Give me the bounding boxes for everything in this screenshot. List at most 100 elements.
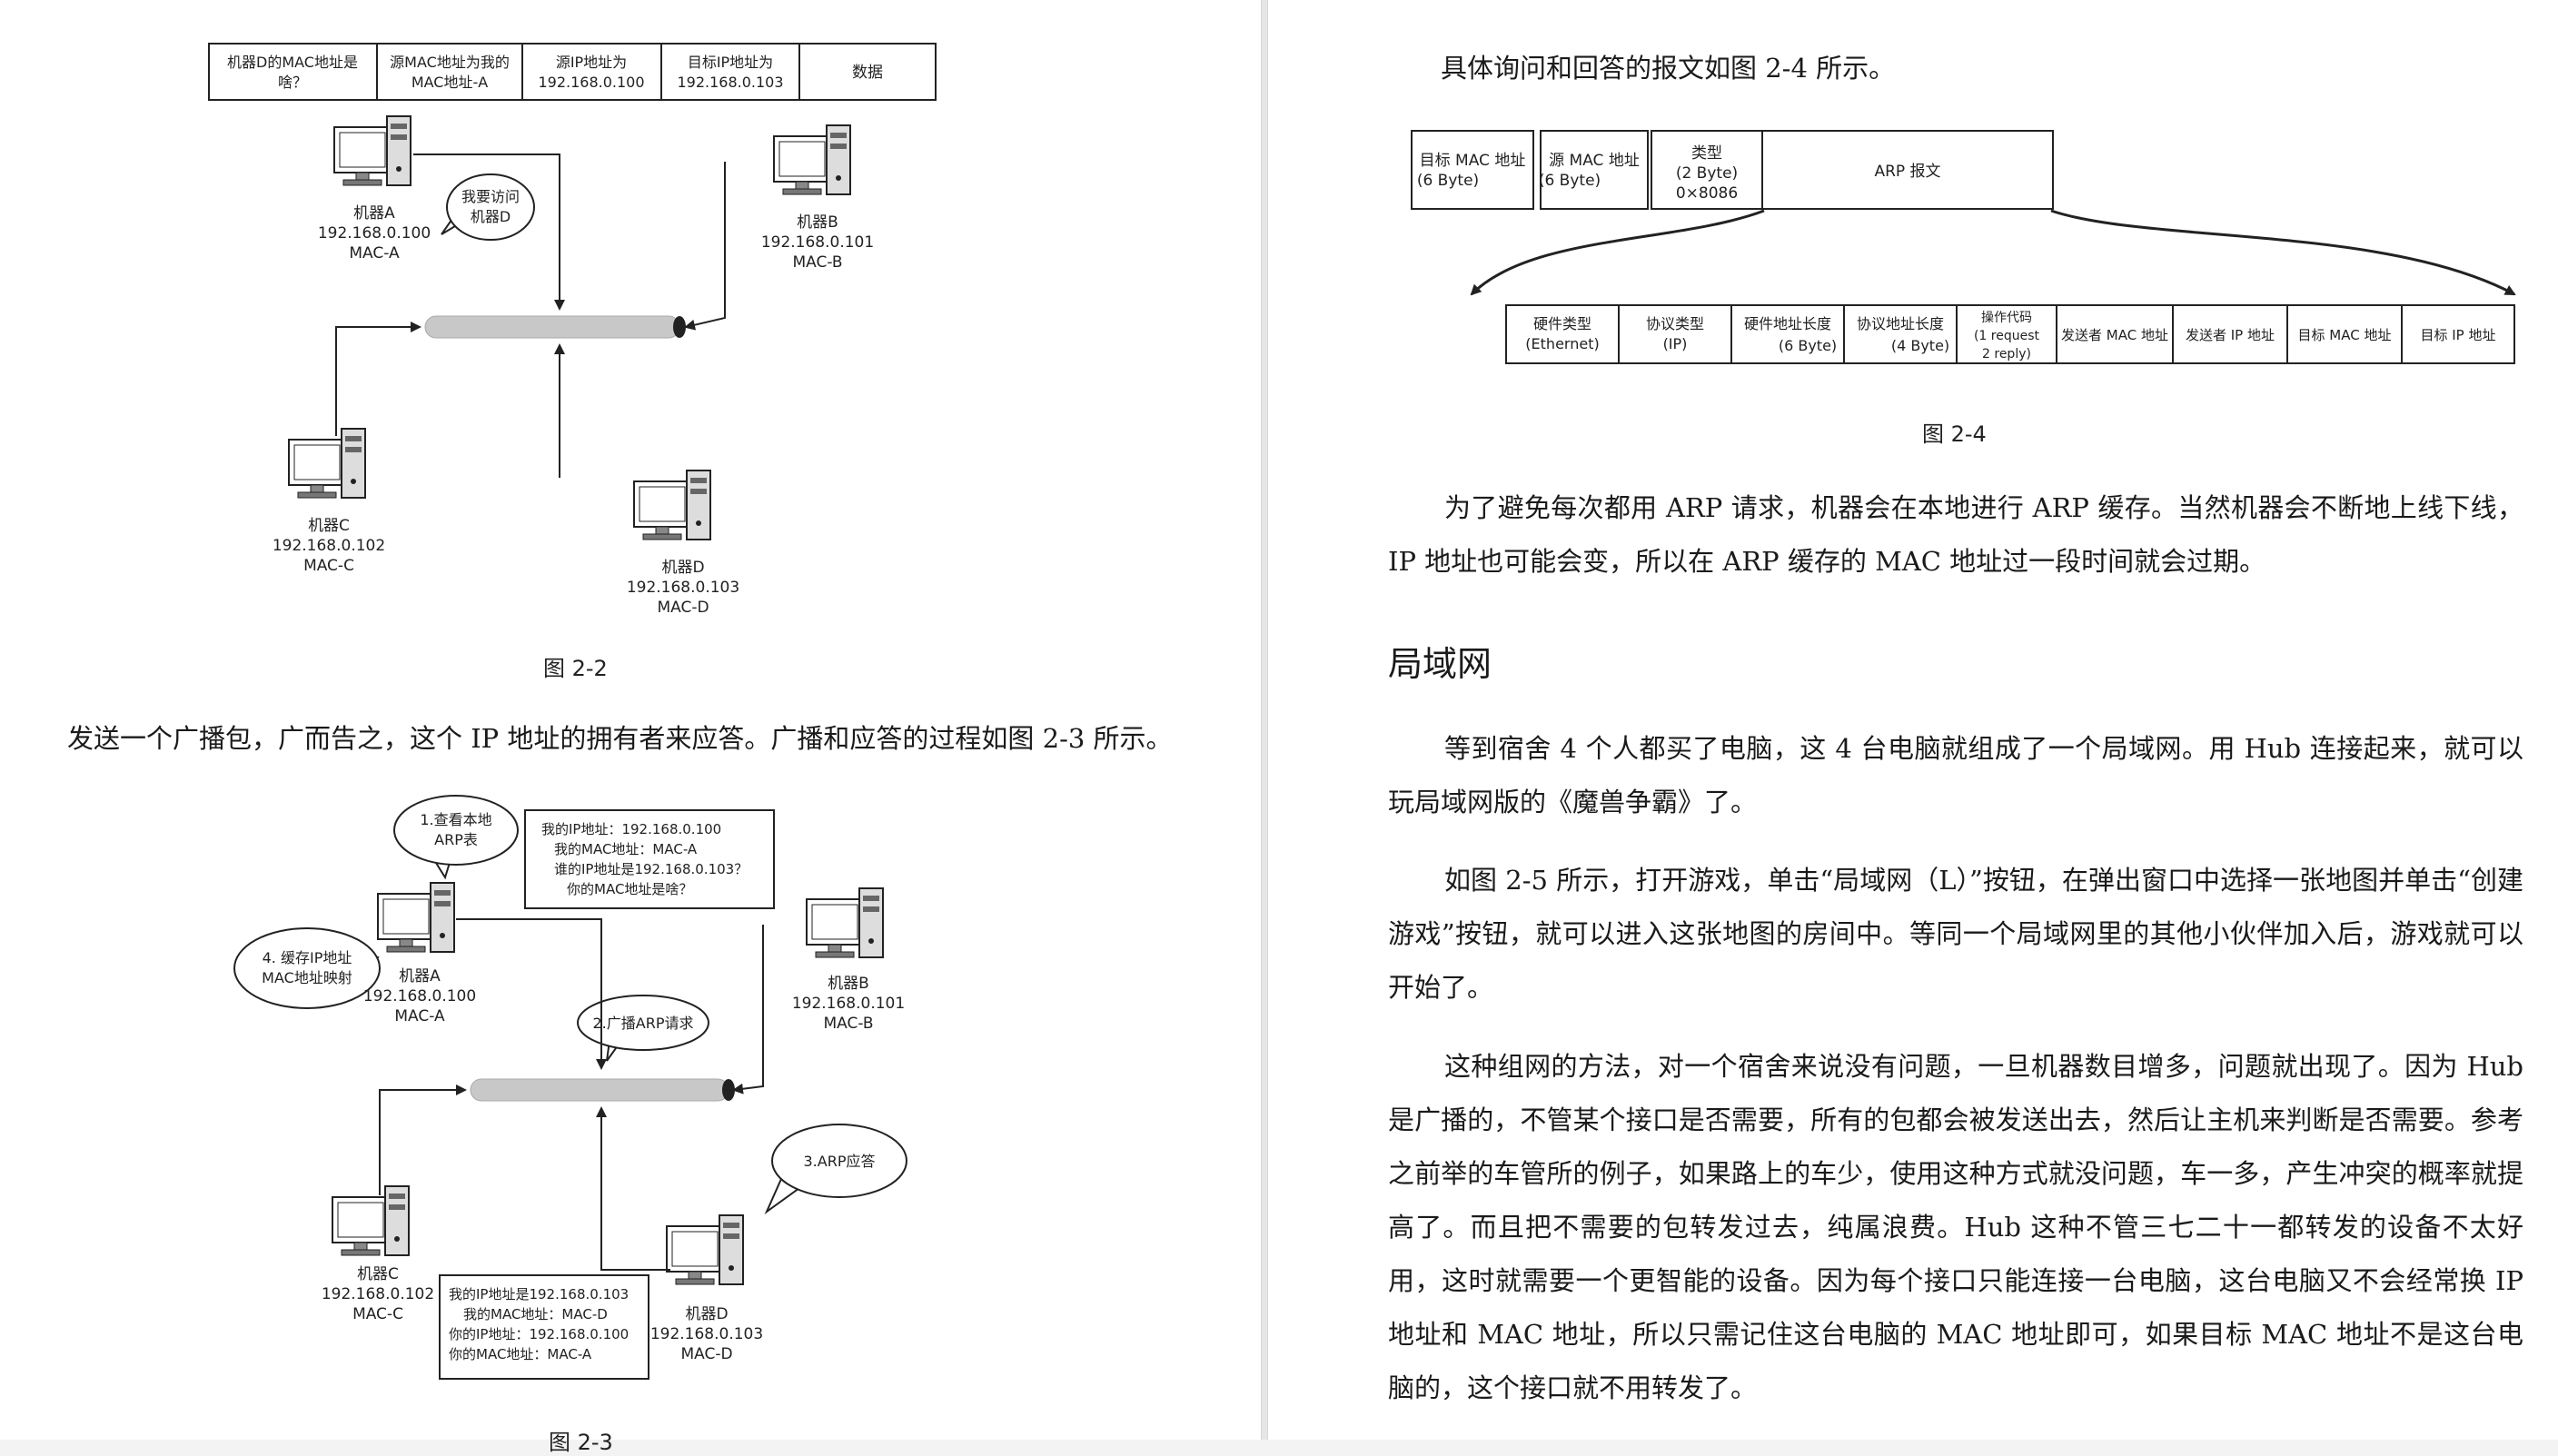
machine-c-ip: 192.168.0.102 (322, 1285, 434, 1303)
header-cell-3-l1: 源IP地址为 (556, 54, 627, 71)
arrows (335, 154, 726, 478)
svg-text:2.广播ARP请求: 2.广播ARP请求 (593, 1015, 694, 1032)
machine-d-name: 机器D (685, 1305, 728, 1323)
network-bus (470, 1078, 735, 1102)
computer-icon (332, 1185, 410, 1256)
page-gutter (1261, 0, 1268, 1440)
machine-d-mac: MAC-D (680, 1345, 732, 1363)
expand-arrows (1470, 209, 2516, 296)
machine-b-name: 机器B (828, 975, 869, 993)
svg-text:机器D: 机器D (471, 208, 511, 225)
svg-text:目标 MAC 地址: 目标 MAC 地址 (1420, 152, 1526, 170)
svg-text:目标 MAC 地址: 目标 MAC 地址 (2298, 327, 2392, 343)
svg-text:MAC地址映射: MAC地址映射 (262, 969, 352, 986)
figure-2-2: 机器D的MAC地址是 啥？ 源MAC地址为我的 MAC地址-A 源IP地址为 1… (208, 43, 937, 617)
svg-text:发送者 IP 地址: 发送者 IP 地址 (2186, 327, 2275, 343)
machine-d-mac: MAC-D (657, 599, 709, 617)
figure-2-2-caption: 图 2-2 (543, 656, 608, 681)
paragraph-lan-intro: 等到宿舍 4 个人都买了电脑，这 4 台电脑就组成了一个局域网。用 Hub 连接… (1388, 733, 2523, 817)
figure-2-3: 1.查看本地 ARP表 我的IP地址：192.168.0.100 我的MAC地址… (233, 795, 907, 1380)
speech-bubble-step2: 2.广播ARP请求 (577, 995, 709, 1062)
svg-text:我要访问: 我要访问 (461, 188, 520, 205)
svg-text:协议地址长度: 协议地址长度 (1857, 315, 1944, 332)
machine-b-ip: 192.168.0.101 (761, 233, 874, 252)
figure-2-4-intro: 具体询问和回答的报文如图 2-4 所示。 (1441, 53, 1896, 84)
svg-text:ARP 报文: ARP 报文 (1874, 163, 1940, 181)
machine-c-name: 机器C (308, 517, 350, 535)
section-heading-lan: 局域网 (1388, 644, 1492, 684)
svg-text:3.ARP应答: 3.ARP应答 (804, 1153, 876, 1170)
machine-c-mac: MAC-C (352, 1305, 403, 1323)
paragraph-hub: 这种组网的方法，对一个宿舍来说没有问题，一旦机器数目增多，问题就出现了。因为 H… (1388, 1051, 2523, 1403)
svg-text:硬件地址长度: 硬件地址长度 (1744, 315, 1831, 332)
speech-bubble-step3: 3.ARP应答 (764, 1124, 907, 1214)
arp-reply-box: 我的IP地址是192.168.0.103 我的MAC地址：MAC-D 你的IP地… (439, 1274, 649, 1380)
paragraph-arp-cache: 为了避免每次都用 ARP 请求，机器会在本地进行 ARP 缓存。当然机器会不断地… (1388, 492, 2523, 577)
paragraph-game: 如图 2-5 所示，打开游戏，单击“局域网（L）”按钮，在弹出窗口中选择一张地图… (1388, 865, 2523, 1003)
svg-text:(6 Byte): (6 Byte) (1417, 172, 1479, 190)
figure-2-4-caption: 图 2-4 (1922, 421, 1987, 447)
header-cell-1-l1: 机器D的MAC地址是 (227, 54, 358, 71)
svg-text:源 MAC 地址: 源 MAC 地址 (1549, 152, 1640, 170)
computer-icon (666, 1214, 744, 1285)
speech-bubble-step1: 1.查看本地 ARP表 (393, 795, 519, 880)
computer-icon (773, 124, 851, 195)
svg-text:(2 Byte): (2 Byte) (1676, 164, 1738, 183)
svg-text:我的IP地址：192.168.0.100: 我的IP地址：192.168.0.100 (541, 821, 721, 837)
header-cell-5: 数据 (852, 64, 883, 82)
machine-c-name: 机器C (357, 1265, 399, 1283)
svg-text:0×8086: 0×8086 (1676, 184, 1738, 203)
svg-text:你的IP地址：192.168.0.100: 你的IP地址：192.168.0.100 (449, 1326, 629, 1342)
header-cell-4-l1: 目标IP地址为 (688, 54, 773, 71)
svg-text:(6 Byte): (6 Byte) (1779, 337, 1837, 354)
figure-2-4: 目标 MAC 地址 (6 Byte) 源 MAC 地址 (6 Byte) 类型 … (1411, 130, 2516, 364)
header-cell-2-l2: MAC地址-A (411, 74, 488, 91)
header-cell-2-l1: 源MAC地址为我的 (390, 54, 510, 71)
computer-icon (288, 428, 366, 499)
svg-text:2 reply): 2 reply) (1982, 347, 2031, 362)
left-page: 机器D的MAC地址是 啥？ 源MAC地址为我的 MAC地址-A 源IP地址为 1… (0, 0, 1261, 1455)
machine-a-mac: MAC-A (349, 244, 400, 262)
machine-a-ip: 192.168.0.100 (363, 987, 476, 1005)
machine-a-mac: MAC-A (394, 1007, 445, 1025)
machine-d-ip: 192.168.0.103 (650, 1325, 763, 1343)
network-bus (424, 315, 686, 339)
frame-header-table: 机器D的MAC地址是 啥？ 源MAC地址为我的 MAC地址-A 源IP地址为 1… (208, 43, 937, 101)
paragraph-broadcast: 发送一个广播包，广而告之，这个 IP 地址的拥有者来应答。广播和应答的过程如图 … (67, 723, 1173, 754)
machine-c-ip: 192.168.0.102 (273, 537, 385, 555)
ethernet-frame-row: 目标 MAC 地址 (6 Byte) 源 MAC 地址 (6 Byte) 类型 … (1411, 130, 2054, 210)
machine-a-name: 机器A (353, 204, 395, 223)
svg-text:目标 IP 地址: 目标 IP 地址 (2420, 327, 2495, 343)
computer-icon (633, 470, 711, 540)
machine-d-ip: 192.168.0.103 (627, 579, 739, 597)
header-cell-1-l2: 啥？ (278, 74, 307, 91)
svg-text:(IP): (IP) (1663, 335, 1688, 352)
svg-text:你的MAC地址：MAC-A: 你的MAC地址：MAC-A (449, 1346, 592, 1362)
header-cell-4-l2: 192.168.0.103 (677, 74, 783, 91)
svg-text:硬件类型: 硬件类型 (1533, 315, 1591, 332)
machine-b-ip: 192.168.0.101 (792, 995, 905, 1013)
svg-text:(6 Byte): (6 Byte) (1539, 172, 1601, 190)
machine-a-name: 机器A (399, 967, 441, 986)
svg-text:(4 Byte): (4 Byte) (1891, 337, 1949, 354)
svg-text:你的MAC地址是啥？: 你的MAC地址是啥？ (567, 881, 692, 897)
figure-2-3-caption: 图 2-3 (549, 1430, 613, 1455)
machine-d-name: 机器D (661, 559, 704, 577)
arrows (379, 918, 764, 1271)
right-page: 具体询问和回答的报文如图 2-4 所示。 目标 MAC 地址 (6 Byte) … (1268, 0, 2558, 1440)
speech-bubble-step4: 4. 缓存IP地址 MAC地址映射 (233, 927, 381, 1009)
svg-text:协议类型: 协议类型 (1646, 315, 1704, 332)
svg-text:4. 缓存IP地址: 4. 缓存IP地址 (263, 949, 352, 966)
machine-b-mac: MAC-B (823, 1015, 873, 1033)
svg-text:谁的IP地址是192.168.0.103？: 谁的IP地址是192.168.0.103？ (554, 861, 748, 877)
speech-bubble-a: 我要访问 机器D (441, 173, 535, 241)
svg-text:我的MAC地址：MAC-A: 我的MAC地址：MAC-A (554, 841, 698, 857)
svg-text:发送者 MAC 地址: 发送者 MAC 地址 (2061, 327, 2168, 343)
svg-text:(1 request: (1 request (1974, 329, 2040, 343)
arp-request-box: 我的IP地址：192.168.0.100 我的MAC地址：MAC-A 谁的IP地… (524, 809, 775, 909)
svg-text:ARP表: ARP表 (434, 831, 478, 848)
computer-icon (806, 887, 884, 958)
machine-a-ip: 192.168.0.100 (318, 224, 431, 243)
svg-text:(Ethernet): (Ethernet) (1525, 335, 1599, 352)
computer-icon (333, 115, 411, 186)
